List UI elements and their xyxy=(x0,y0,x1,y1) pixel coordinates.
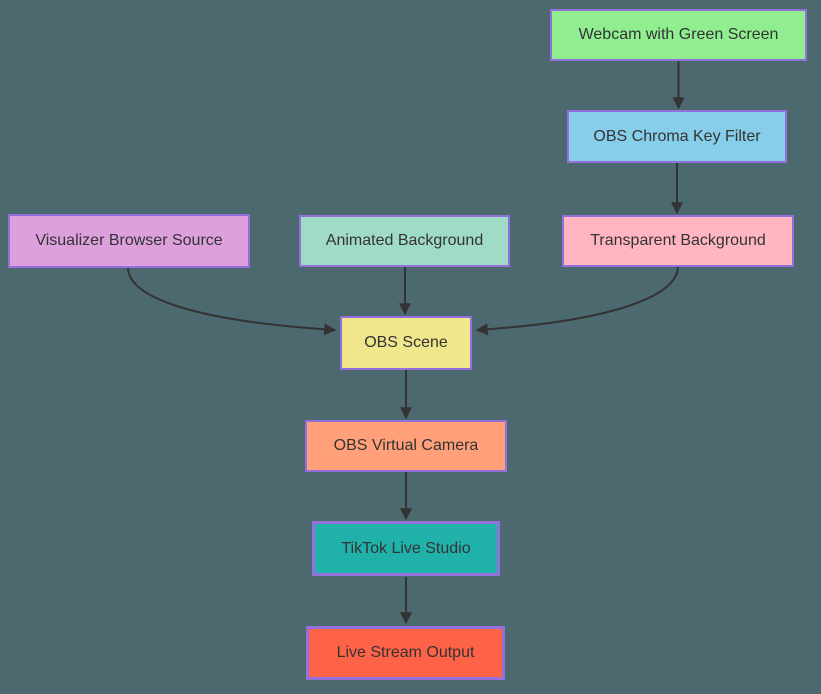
node-obs-chroma-key-filter: OBS Chroma Key Filter xyxy=(567,110,787,163)
node-transparent-background: Transparent Background xyxy=(562,215,794,267)
node-visualizer-browser-source: Visualizer Browser Source xyxy=(8,214,250,268)
node-webcam-green-screen: Webcam with Green Screen xyxy=(550,9,807,61)
edge-visualizer-to-scene xyxy=(127,267,337,336)
node-animated-background: Animated Background xyxy=(299,215,510,267)
node-live-stream-output: Live Stream Output xyxy=(306,626,505,680)
node-obs-virtual-camera: OBS Virtual Camera xyxy=(305,420,507,472)
node-obs-scene: OBS Scene xyxy=(340,316,472,370)
node-tiktok-live-studio: TikTok Live Studio xyxy=(312,521,500,576)
edge-transparent-to-scene xyxy=(475,266,679,336)
